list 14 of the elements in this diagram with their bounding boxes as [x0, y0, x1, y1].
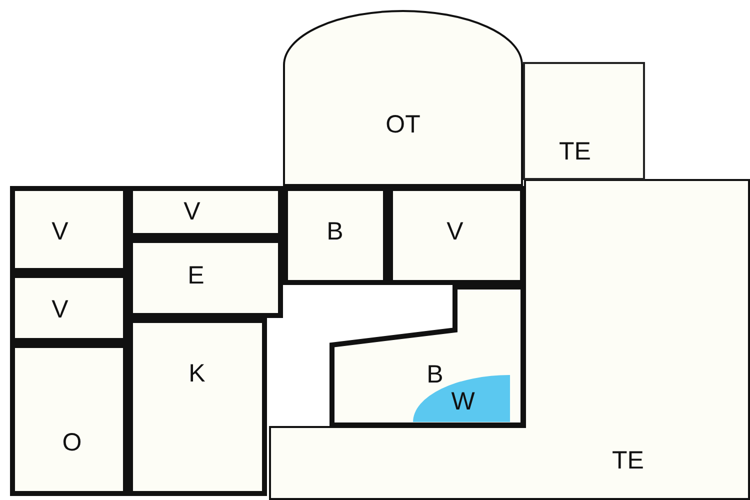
- room-label: OT: [386, 112, 420, 138]
- room-label: E: [188, 264, 204, 288]
- room-label: K: [188, 362, 206, 386]
- room: [523, 62, 645, 180]
- room-label: B: [326, 220, 344, 244]
- room-label: TE: [612, 448, 644, 474]
- room-label: V: [52, 220, 68, 244]
- room-label: V: [52, 298, 68, 322]
- room-label: V: [184, 200, 200, 224]
- room-label: W: [451, 390, 475, 414]
- room-label: B: [426, 362, 444, 388]
- room-label: O: [62, 430, 82, 456]
- room-label: V: [446, 220, 464, 244]
- room-label: TE: [559, 140, 591, 164]
